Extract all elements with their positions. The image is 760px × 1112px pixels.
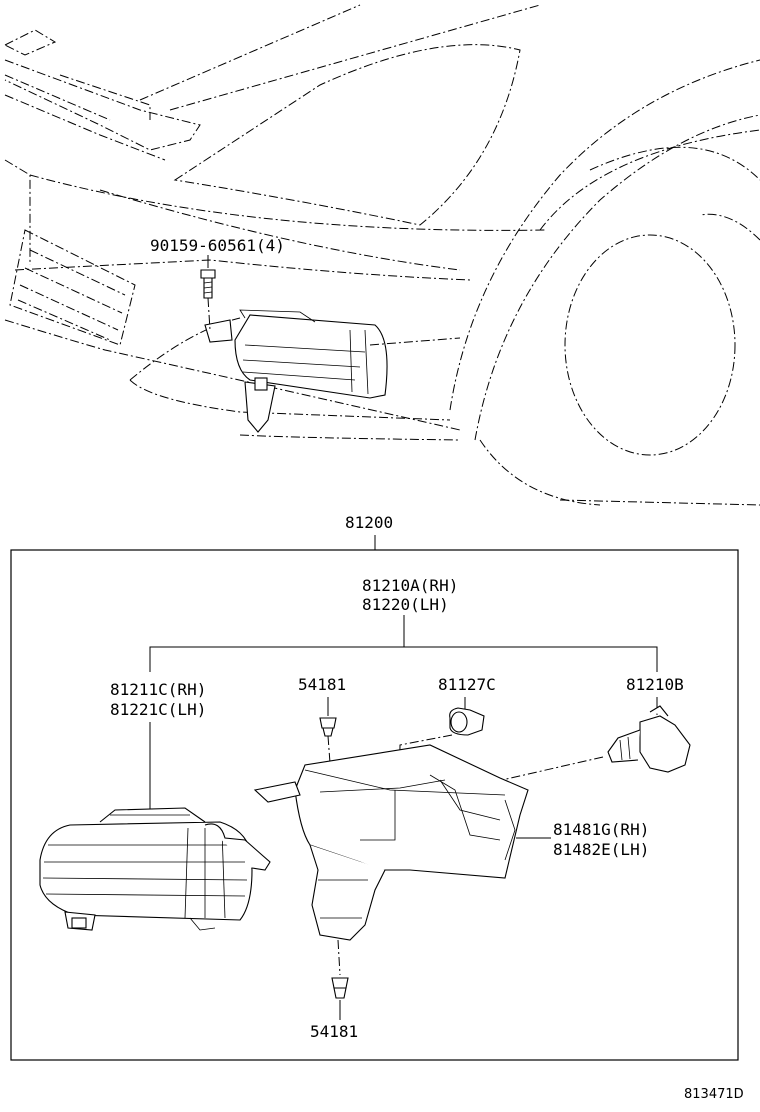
lamp-bracket [253, 744, 529, 941]
fog-lamp-lens [39, 807, 271, 931]
installed-fog-lamp [204, 309, 461, 433]
label-lamp-unit-rh: 81210A(RH) [362, 576, 458, 595]
label-socket: 81127C [438, 675, 496, 694]
assembly-frame [10, 549, 739, 1061]
reference-number: 813471D [684, 1087, 744, 1102]
label-bracket-rh: 81481G(RH) [553, 820, 649, 839]
label-bolt: 90159-60561(4) [150, 236, 285, 255]
clip-upper-54181 [319, 717, 337, 791]
label-lamp-unit-lh: 81220(LH) [362, 595, 449, 614]
bulb-81210b [479, 705, 691, 786]
label-bulb: 81210B [626, 675, 684, 694]
label-clip-lower: 54181 [310, 1022, 358, 1041]
clip-lower-54181 [331, 939, 349, 999]
label-assembly: 81200 [345, 513, 393, 532]
bolt-90159-60561 [200, 255, 216, 331]
label-bracket-lh: 81482E(LH) [553, 840, 649, 859]
label-lens-lh: 81221C(LH) [110, 700, 206, 719]
label-clip-upper: 54181 [298, 675, 346, 694]
label-lens-rh: 81211C(RH) [110, 680, 206, 699]
socket-81127c [397, 707, 485, 861]
vehicle-front-illustration [3, 4, 760, 506]
